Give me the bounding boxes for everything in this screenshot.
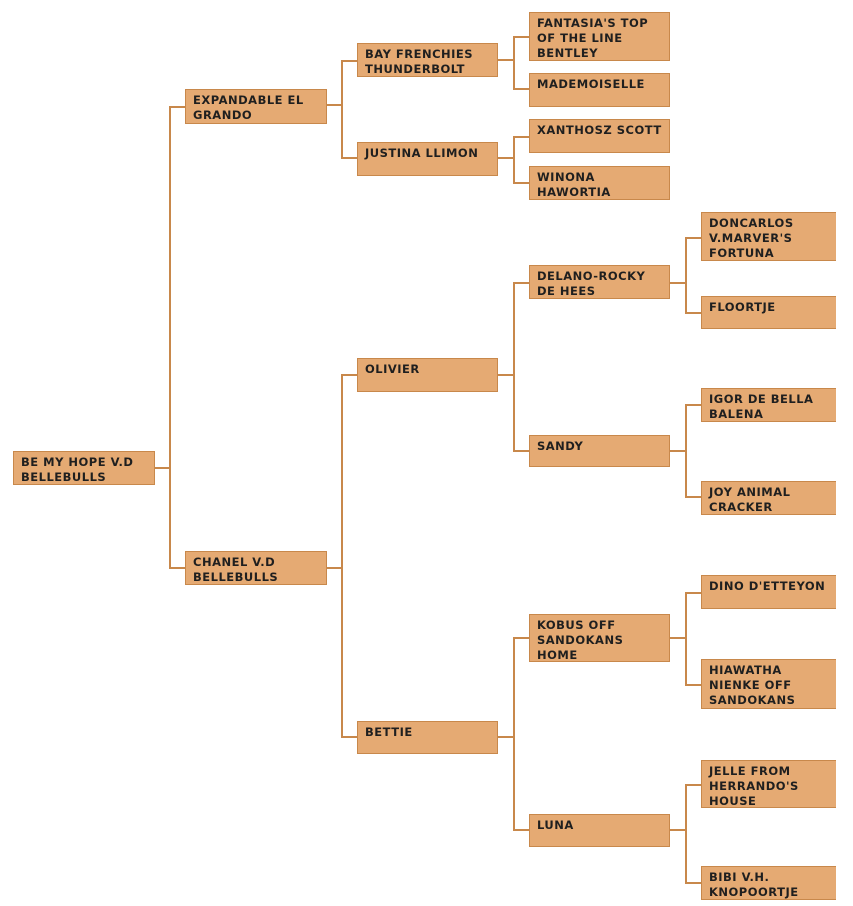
connector-line <box>685 882 701 884</box>
connector-line <box>685 784 701 786</box>
connector-line <box>513 637 515 831</box>
connector-line <box>685 237 687 314</box>
connector-line <box>341 374 343 738</box>
dam-dam-dam-dam-node: BIBI V.H. KNOPOORTJE <box>701 866 836 900</box>
connector-line <box>685 404 687 498</box>
connector-line <box>169 106 171 569</box>
connector-line <box>685 496 701 498</box>
dog-node: BE MY HOPE V.D BELLEBULLS <box>13 451 155 485</box>
dam-sire-sire-node: DELANO-ROCKY DE HEES <box>529 265 670 299</box>
dam-dam-node: BETTIE <box>357 721 498 754</box>
connector-line <box>670 829 686 831</box>
connector-line <box>685 592 687 686</box>
connector-line <box>670 282 686 284</box>
dam-dam-sire-node: KOBUS OFF SANDOKANS HOME <box>529 614 670 662</box>
connector-line <box>169 567 185 569</box>
connector-line <box>341 736 358 738</box>
connector-line <box>327 104 342 106</box>
connector-line <box>513 450 529 452</box>
connector-line <box>341 374 358 376</box>
connector-line <box>513 36 515 90</box>
connector-line <box>341 157 358 159</box>
connector-line <box>513 182 529 184</box>
dam-sire-sire-dam-node: FLOORTJE <box>701 296 836 329</box>
connector-line <box>513 136 529 138</box>
connector-line <box>670 637 686 639</box>
connector-line <box>155 467 170 469</box>
dam-dam-dam-node: LUNA <box>529 814 670 847</box>
connector-line <box>341 60 343 159</box>
sire-sire-dam-node: MADEMOISELLE <box>529 73 670 107</box>
sire-sire-node: BAY FRENCHIES THUNDERBOLT <box>357 43 498 77</box>
dam-node: CHANEL V.D BELLEBULLS <box>185 551 327 585</box>
dam-dam-dam-sire-node: JELLE FROM HERRANDO'S HOUSE <box>701 760 836 808</box>
connector-line <box>498 736 514 738</box>
connector-line <box>685 592 701 594</box>
connector-line <box>513 282 529 284</box>
sire-dam-node: JUSTINA LLIMON <box>357 142 498 176</box>
connector-line <box>341 60 358 62</box>
connector-line <box>513 829 529 831</box>
connector-line <box>169 106 185 108</box>
sire-dam-sire-node: XANTHOSZ SCOTT <box>529 119 670 153</box>
dam-sire-node: OLIVIER <box>357 358 498 392</box>
connector-line <box>513 282 515 452</box>
sire-node: EXPANDABLE EL GRANDO <box>185 89 327 124</box>
connector-line <box>498 157 514 159</box>
sire-sire-sire-node: FANTASIA'S TOP OF THE LINE BENTLEY <box>529 12 670 61</box>
connector-line <box>685 237 701 239</box>
dam-sire-dam-node: SANDY <box>529 435 670 467</box>
connector-line <box>685 404 701 406</box>
dam-sire-dam-sire-node: IGOR DE BELLA BALENA <box>701 388 836 422</box>
connector-line <box>670 450 686 452</box>
connector-line <box>685 784 687 884</box>
dam-dam-sire-dam-node: HIAWATHA NIENKE OFF SANDOKANS HOME <box>701 659 836 709</box>
connector-line <box>513 88 529 90</box>
connector-line <box>513 637 529 639</box>
connector-line <box>498 374 514 376</box>
connector-line <box>327 567 342 569</box>
connector-line <box>498 59 514 61</box>
connector-line <box>513 36 529 38</box>
connector-line <box>685 312 701 314</box>
connector-line <box>685 684 701 686</box>
dam-dam-sire-sire-node: DINO D'ETTEYON <box>701 575 836 609</box>
dam-sire-dam-dam-node: JOY ANIMAL CRACKER <box>701 481 836 515</box>
sire-dam-dam-node: WINONA HAWORTIA <box>529 166 670 200</box>
dam-sire-sire-sire-node: DONCARLOS V.MARVER'S FORTUNA <box>701 212 836 261</box>
connector-line <box>513 136 515 184</box>
